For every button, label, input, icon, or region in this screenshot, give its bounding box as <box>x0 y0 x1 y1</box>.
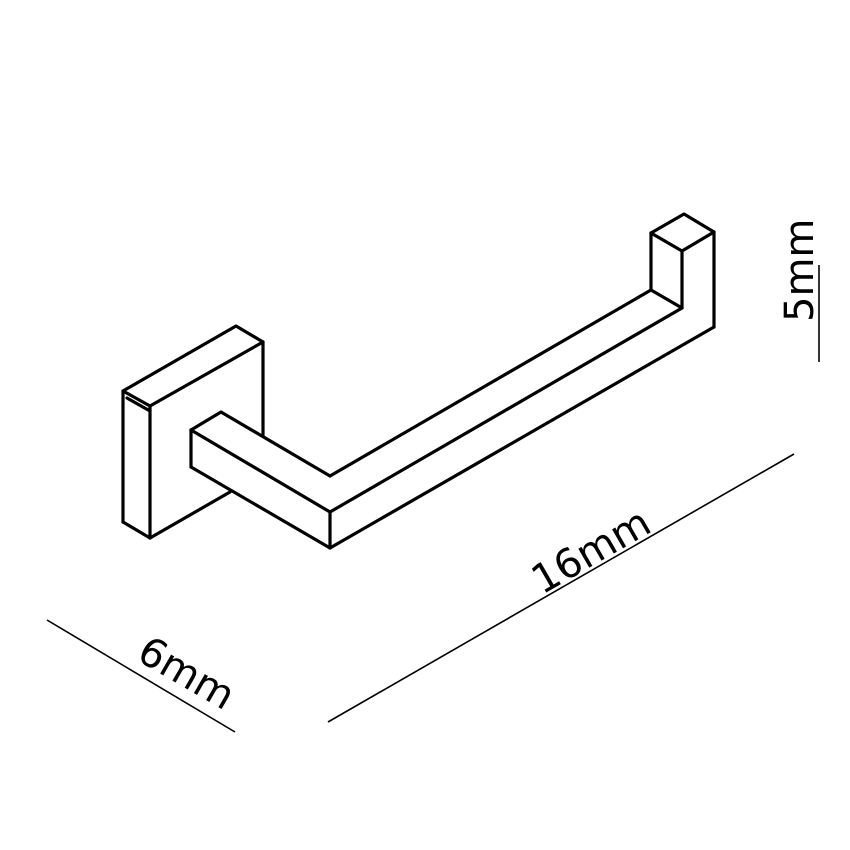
dimension-height: 5mm <box>777 219 823 362</box>
depth-dimension-line <box>46 619 236 733</box>
depth-label: 6mm <box>130 628 243 720</box>
height-label: 5mm <box>777 219 823 322</box>
hook-arm <box>189 212 716 550</box>
dimension-depth: 6mm <box>46 619 243 733</box>
length-label: 16mm <box>524 499 659 603</box>
length-dimension-line <box>327 453 795 723</box>
